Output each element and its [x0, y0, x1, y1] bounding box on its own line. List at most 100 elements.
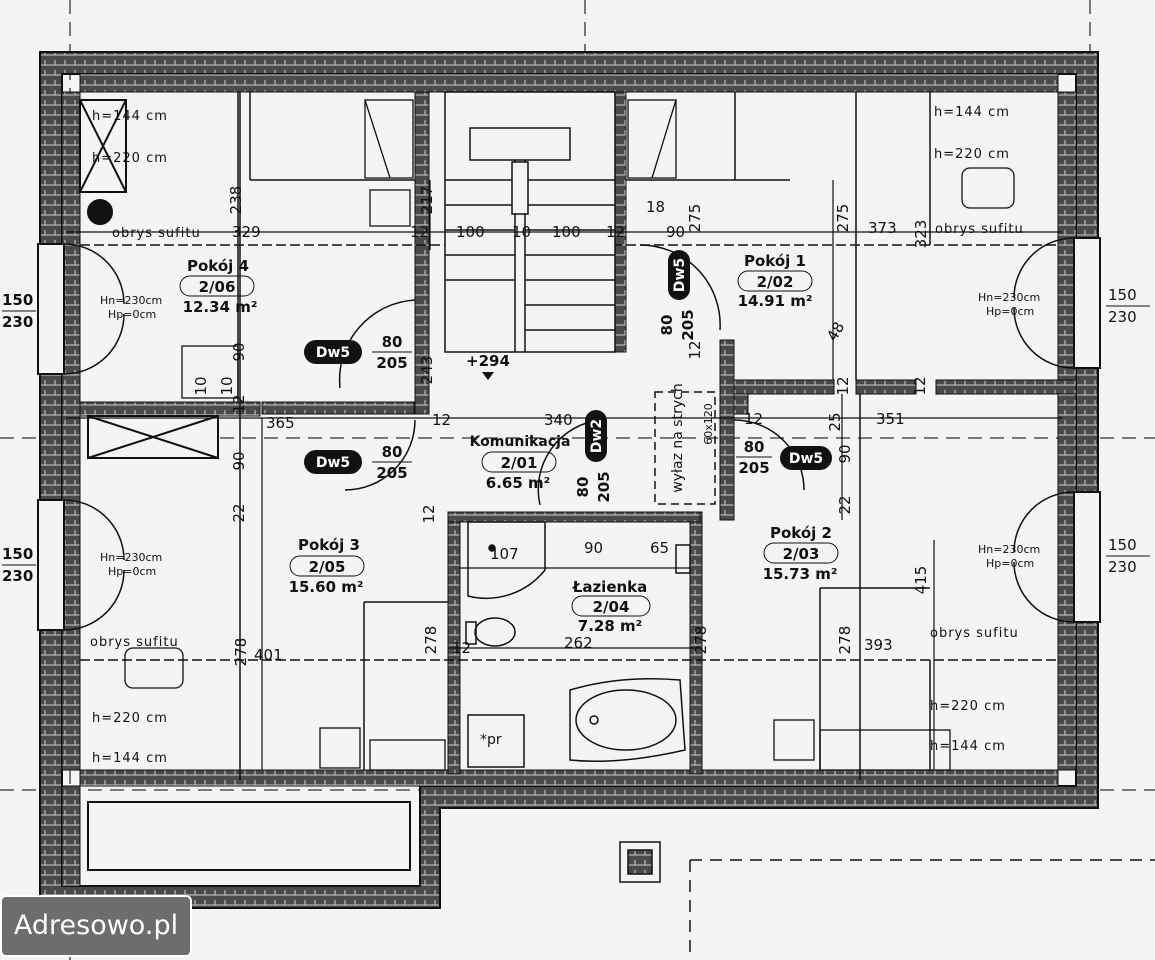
svg-text:h=144 cm: h=144 cm [930, 739, 1006, 754]
svg-text:Hn=230cm: Hn=230cm [978, 543, 1040, 556]
attic-hatch [654, 391, 716, 505]
dimension-lines [66, 180, 1062, 770]
svg-text:12: 12 [410, 223, 429, 241]
door-tag-4: Dw5 80 205 [736, 438, 832, 477]
svg-text:12: 12 [911, 376, 929, 395]
svg-text:275: 275 [686, 204, 704, 233]
svg-text:obrys sufitu: obrys sufitu [112, 226, 201, 241]
svg-text:25: 25 [826, 412, 844, 431]
furniture [124, 99, 1015, 771]
svg-text:h=220 cm: h=220 cm [934, 147, 1010, 162]
svg-text:10: 10 [192, 376, 210, 395]
room-label-komunikacja: Komunikacja 2/01 6.65 m² [470, 434, 571, 492]
height-annotations: h=144 cm h=220 cm h=144 cm h=220 cm h=22… [92, 105, 1010, 766]
room-area: 14.91 m² [738, 292, 813, 310]
room-label-pokoj-2: Pokój 2 2/03 15.73 m² [763, 524, 839, 583]
svg-text:22: 22 [230, 503, 248, 522]
room-name: Pokój 4 [187, 257, 249, 275]
svg-text:12: 12 [230, 394, 248, 413]
svg-text:340: 340 [544, 411, 573, 429]
svg-text:150: 150 [2, 545, 33, 563]
svg-text:238: 238 [227, 186, 245, 215]
svg-text:351: 351 [876, 410, 905, 428]
room-name: Komunikacja [470, 434, 571, 450]
svg-text:h=144 cm: h=144 cm [92, 751, 168, 766]
room-label-pokoj-1: Pokój 1 2/02 14.91 m² [737, 252, 813, 310]
svg-text:h=220 cm: h=220 cm [930, 699, 1006, 714]
room-name: Pokój 2 [770, 524, 832, 542]
svg-text:Dw5: Dw5 [316, 455, 350, 471]
svg-text:Hp=0cm: Hp=0cm [986, 557, 1034, 570]
room-area: 15.60 m² [289, 578, 364, 596]
svg-text:415: 415 [912, 566, 930, 595]
svg-text:obrys sufitu: obrys sufitu [90, 635, 179, 650]
svg-text:h=220 cm: h=220 cm [92, 151, 168, 166]
svg-text:205: 205 [376, 354, 407, 372]
pr-mark: *pr [480, 732, 502, 748]
svg-text:90: 90 [584, 539, 603, 557]
svg-text:393: 393 [864, 636, 893, 654]
door-tag-2: Dw5 80 205 [304, 443, 412, 482]
svg-text:18: 18 [646, 198, 665, 216]
svg-text:323: 323 [912, 220, 930, 249]
room-label-pokoj-4: Pokój 4 2/06 12.34 m² [179, 257, 257, 316]
door-tag-3: Dw5 80 205 [658, 250, 697, 341]
window-sizes: 150 230 150 230 150 230 150 230 [2, 286, 1150, 585]
svg-text:Hp=0cm: Hp=0cm [986, 305, 1034, 318]
svg-text:205: 205 [376, 464, 407, 482]
watermark-logo: Adresowo.pl [0, 895, 192, 957]
attic-exit-size: 60x120 [702, 403, 715, 445]
level-mark: +294 [466, 352, 510, 370]
room-area: 15.73 m² [763, 565, 838, 583]
svg-text:230: 230 [2, 313, 33, 331]
svg-text:Hn=230cm: Hn=230cm [978, 291, 1040, 304]
svg-text:Dw5: Dw5 [672, 258, 688, 292]
svg-text:150: 150 [2, 291, 33, 309]
svg-text:10: 10 [512, 223, 531, 241]
svg-text:205: 205 [679, 309, 697, 340]
svg-text:Hn=230cm: Hn=230cm [100, 551, 162, 564]
svg-text:48: 48 [823, 319, 848, 345]
svg-text:10: 10 [218, 376, 236, 395]
room-number: 2/06 [199, 278, 236, 296]
svg-text:12: 12 [686, 340, 704, 359]
room-number: 2/03 [783, 545, 820, 563]
room-area: 6.65 m² [486, 474, 550, 492]
svg-text:h=144 cm: h=144 cm [934, 105, 1010, 120]
svg-text:90: 90 [836, 444, 854, 463]
svg-text:329: 329 [232, 223, 261, 241]
svg-text:obrys sufitu: obrys sufitu [935, 222, 1024, 237]
svg-text:243: 243 [418, 356, 436, 385]
svg-text:h=144 cm: h=144 cm [92, 109, 168, 124]
room-number: 2/05 [309, 558, 346, 576]
svg-text:150: 150 [1108, 536, 1137, 554]
room-name: Pokój 3 [298, 536, 360, 554]
svg-text:150: 150 [1108, 286, 1137, 304]
partition-lines [80, 92, 1058, 780]
svg-text:365: 365 [266, 414, 295, 432]
svg-text:12: 12 [432, 411, 451, 429]
misc-marks: +294 wyłaz na strych 60x120 *pr [466, 352, 715, 748]
svg-text:80: 80 [658, 315, 676, 336]
svg-text:12: 12 [606, 223, 625, 241]
svg-text:22: 22 [836, 495, 854, 514]
svg-text:217: 217 [418, 186, 436, 215]
svg-text:12: 12 [744, 410, 763, 428]
interior-walls [79, 91, 1077, 775]
svg-text:278: 278 [422, 626, 440, 655]
svg-text:90: 90 [230, 451, 248, 470]
attic-exit-label: wyłaz na strych [670, 383, 686, 492]
svg-text:80: 80 [574, 477, 592, 498]
room-number: 2/01 [501, 454, 538, 472]
svg-text:90: 90 [666, 223, 685, 241]
svg-text:Hp=0cm: Hp=0cm [108, 565, 156, 578]
room-name: Pokój 1 [744, 252, 806, 270]
room-name: Łazienka [572, 578, 648, 596]
exterior-details [619, 841, 1155, 960]
staircase [444, 91, 616, 353]
svg-text:278: 278 [836, 626, 854, 655]
svg-text:h=220 cm: h=220 cm [92, 711, 168, 726]
svg-text:278: 278 [692, 626, 710, 655]
svg-text:100: 100 [552, 223, 581, 241]
